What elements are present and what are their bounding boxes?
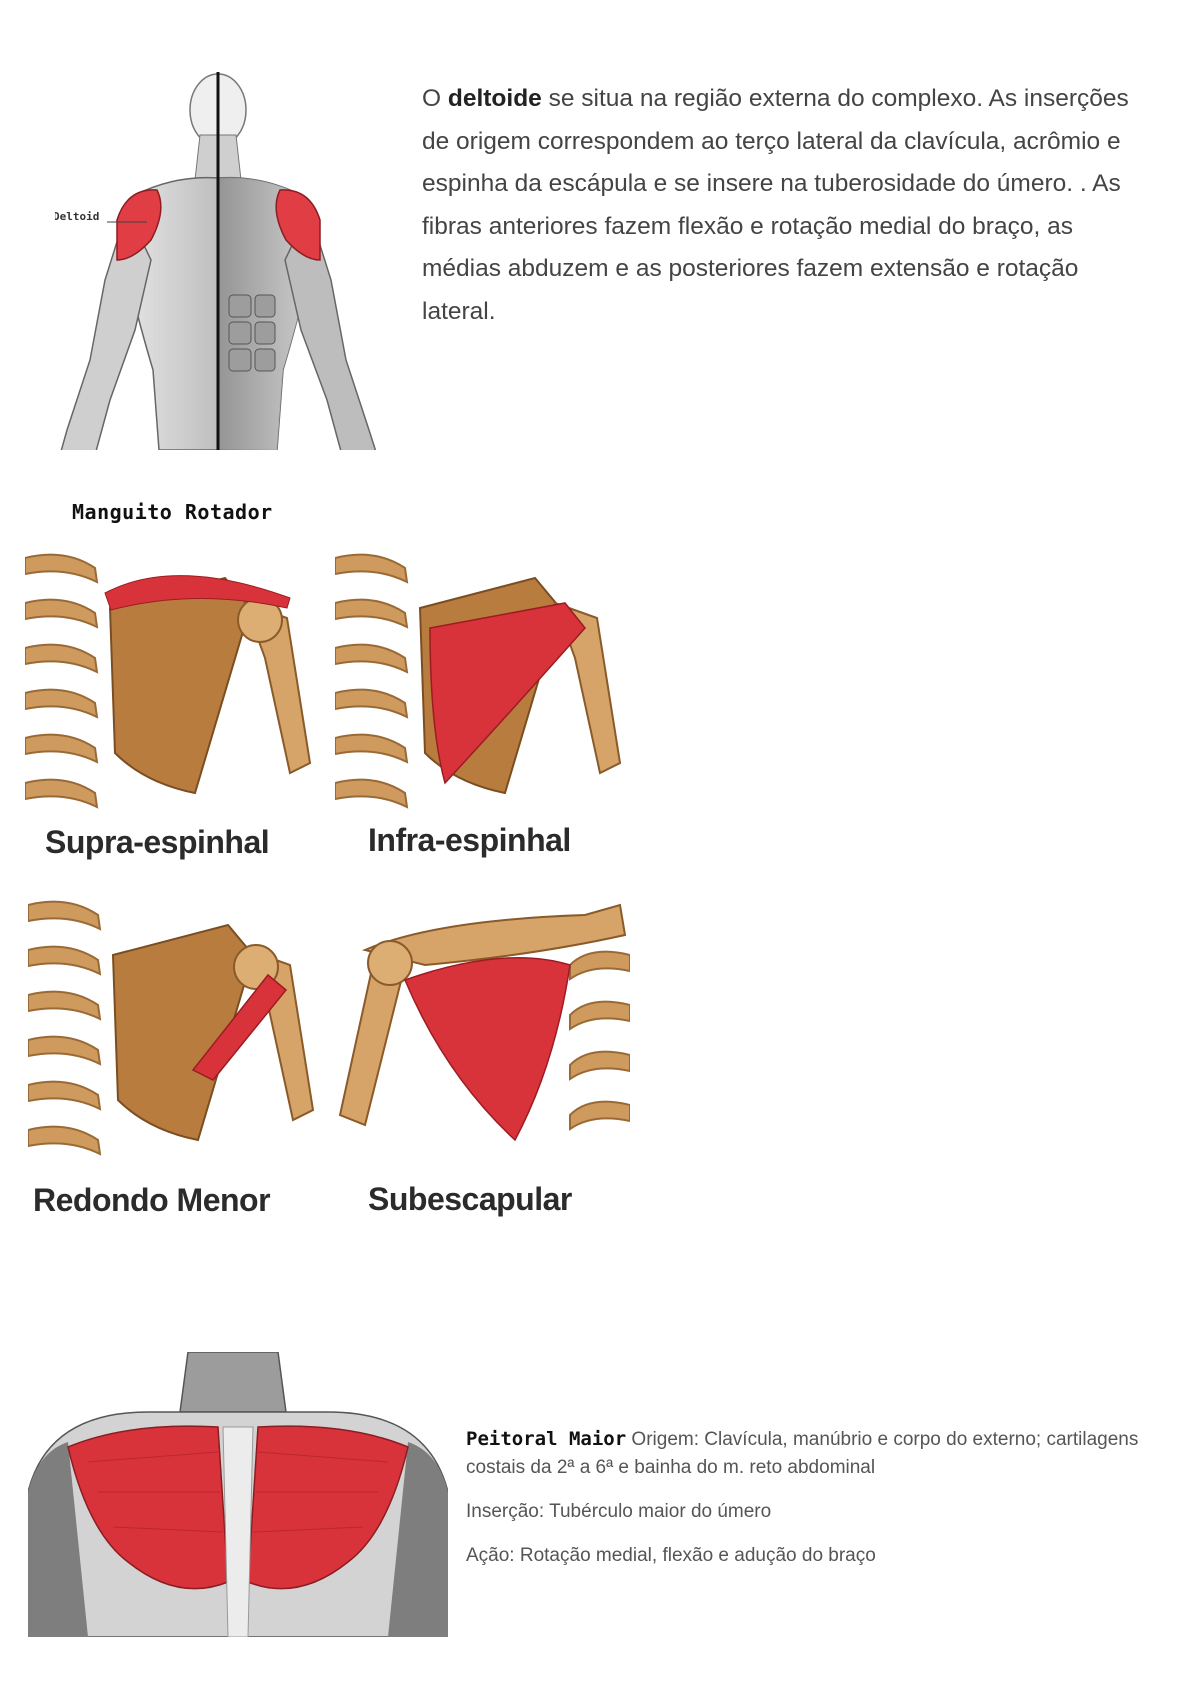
pectoralis-title: Peitoral Maior — [466, 1428, 627, 1450]
panel-label-subescapular: Subescapular — [368, 1181, 572, 1217]
panel-label-infra-espinhal: Infra-espinhal — [368, 822, 571, 858]
pectoralis-insertion: Inserção: Tubérculo maior do úmero — [466, 1501, 772, 1522]
panel-label-supra-espinhal: Supra-espinhal — [45, 824, 270, 860]
supraspinatus-image — [24, 548, 320, 818]
deltoid-bold-term: deltoide — [447, 85, 542, 112]
deltoid-prefix: O — [422, 85, 448, 112]
deltoid-figure-label: Deltoid — [55, 210, 99, 223]
deltoid-description: se situa na região externa do complexo. … — [422, 85, 1129, 325]
panel-label-redondo-menor: Redondo Menor — [33, 1182, 271, 1218]
pectoralis-origin: Origem: Clavícula, manúbrio e corpo do e… — [466, 1429, 1139, 1478]
pectoralis-description: Peitoral Maior Origem: Clavícula, manúbr… — [466, 1425, 1156, 1586]
subscapularis-image — [335, 895, 631, 1165]
pectoralis-major-image — [27, 1351, 449, 1638]
deltoid-paragraph: O deltoide se situa na região externa do… — [422, 78, 1142, 333]
pectoralis-action: Ação: Rotação medial, flexão e adução do… — [466, 1545, 876, 1566]
infraspinatus-image — [334, 548, 630, 818]
teres-minor-image — [27, 895, 323, 1165]
pectoralis-origin-paragraph: Peitoral Maior Origem: Clavícula, manúbr… — [466, 1425, 1156, 1482]
deltoid-anatomy-image: Deltoid — [53, 70, 400, 456]
rotator-cuff-heading: Manguito Rotador — [72, 500, 273, 524]
